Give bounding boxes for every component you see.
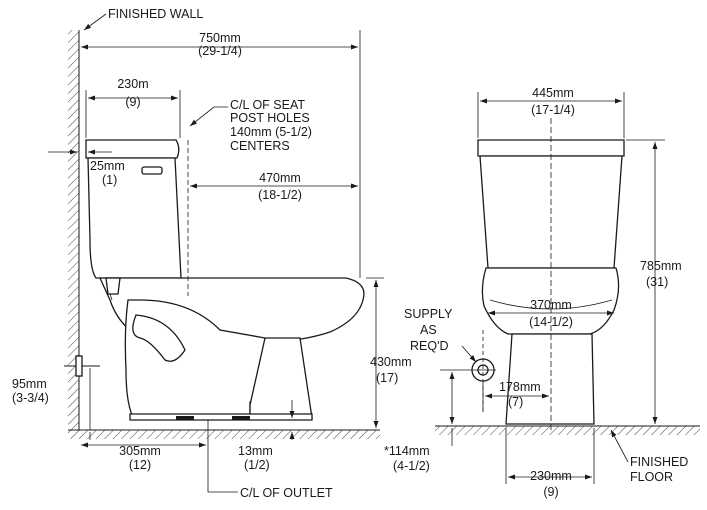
supply-label-2: AS (420, 323, 437, 337)
overall-depth-inch-label: (29-1/4) (198, 44, 242, 58)
front-floor-line (435, 425, 700, 435)
floor-line (68, 429, 380, 439)
supply-side-label: 178mm (499, 380, 541, 394)
rough-in-inch-label: (12) (129, 458, 151, 472)
tank-depth-inch-label: (9) (125, 95, 140, 109)
supply-side-inch-label: (7) (508, 395, 523, 409)
finished-floor-label-2: FLOOR (630, 470, 673, 484)
toilet-tank-side (85, 139, 182, 279)
seat-cl-label-4: CENTERS (230, 139, 290, 153)
base-width-inch-label: (9) (543, 485, 558, 499)
seat-height-label: 430mm (370, 355, 412, 369)
bowl-width-label: 370mm (530, 298, 572, 312)
seat-cl-label-3: 140mm (5-1/2) (230, 125, 312, 139)
side-view: FINISHED WALL 750mm (29-1/4) 230m (9) C/… (12, 7, 412, 500)
wall-gap-inch-label: (1) (102, 173, 117, 187)
tank-depth-label: 230m (117, 77, 148, 91)
supply-offset-inch-label: (3-3/4) (12, 391, 49, 405)
toilet-bowl-front (481, 267, 620, 425)
seat-to-front-label: 470mm (259, 171, 301, 185)
seat-cl-label-1: C/L OF SEAT (230, 98, 305, 112)
base-gap-inch-label: (1/2) (244, 458, 270, 472)
seat-cl-label-2: POST HOLES (230, 111, 310, 125)
supply-height-label: *114mm (384, 444, 430, 458)
seat-height-inch-label: (17) (376, 371, 398, 385)
supply-label-3: REQ'D (410, 339, 449, 353)
supply-offset-label: 95mm (12, 377, 47, 391)
supply-height-inch-label: (4-1/2) (393, 459, 430, 473)
front-view: 445mm (17-1/4) 370mm (14-1/2) 785mm (31)… (384, 86, 700, 499)
total-height-inch-label: (31) (646, 275, 668, 289)
toilet-bowl-side (64, 277, 365, 421)
seat-to-front-inch-label: (18-1/2) (258, 188, 302, 202)
finished-wall-label: FINISHED WALL (108, 7, 203, 21)
wall-gap-label: 25mm (90, 159, 125, 173)
tank-width-inch-label: (17-1/4) (531, 103, 575, 117)
outlet-cl-label: C/L OF OUTLET (240, 486, 333, 500)
overall-depth-label: 750mm (199, 31, 241, 45)
supply-label-1: SUPPLY (404, 307, 453, 321)
base-gap-label: 13mm (238, 444, 273, 458)
tank-width-label: 445mm (532, 86, 574, 100)
total-height-label: 785mm (640, 259, 682, 273)
finished-floor-label-1: FINISHED (630, 455, 688, 469)
rough-in-label: 305mm (119, 444, 161, 458)
base-width-label: 230mm (530, 469, 572, 483)
bowl-width-inch-label: (14-1/2) (529, 315, 573, 329)
